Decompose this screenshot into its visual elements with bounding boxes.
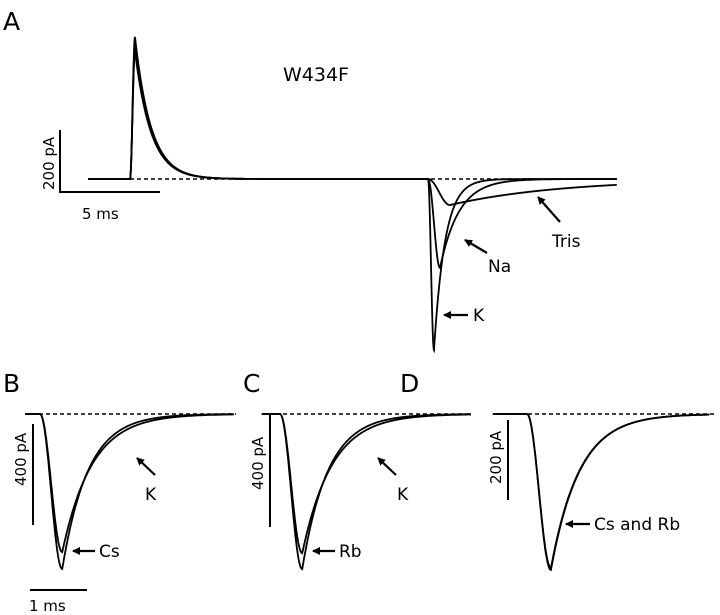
label-cs-b: Cs — [99, 542, 120, 562]
label-tris: Tris — [551, 232, 581, 252]
label-k-b: K — [145, 485, 157, 505]
panel-a-title: W434F — [283, 64, 349, 86]
scale-bar-a — [59, 130, 160, 193]
label-rb-c: Rb — [339, 542, 362, 562]
trace-a-tris — [88, 50, 617, 206]
label-csrb-d: Cs and Rb — [594, 515, 680, 535]
panel-label-c: C — [243, 369, 260, 398]
trace-b-cs — [25, 413, 234, 554]
scale-b-x-label: 1 ms — [29, 597, 66, 615]
panel-label-b: B — [3, 369, 20, 398]
scale-b-y-label: 400 pA — [12, 432, 30, 486]
trace-a-k — [88, 36, 617, 354]
trace-c-k — [261, 413, 471, 571]
trace-a-na — [88, 46, 617, 270]
arrow-k-b — [136, 457, 156, 476]
trace-c-rb — [261, 413, 471, 555]
label-k-a: K — [473, 306, 485, 326]
scale-a-y-label: 200 pA — [40, 136, 58, 190]
scale-a-x-label: 5 ms — [82, 205, 119, 223]
panel-label-a: A — [3, 7, 20, 36]
trace-d-cs — [492, 413, 710, 572]
scale-c-y-label: 400 pA — [249, 436, 267, 490]
panel-label-d: D — [400, 369, 419, 398]
traces — [25, 36, 710, 572]
arrow-tris — [537, 196, 561, 223]
arrow-k-c — [377, 457, 397, 476]
trace-b-k — [25, 413, 234, 571]
label-k-c: K — [397, 485, 409, 505]
trace-d-rb — [492, 413, 710, 570]
arrow-na — [464, 239, 488, 254]
scale-d-y-label: 200 pA — [487, 430, 505, 484]
label-na: Na — [488, 257, 511, 277]
